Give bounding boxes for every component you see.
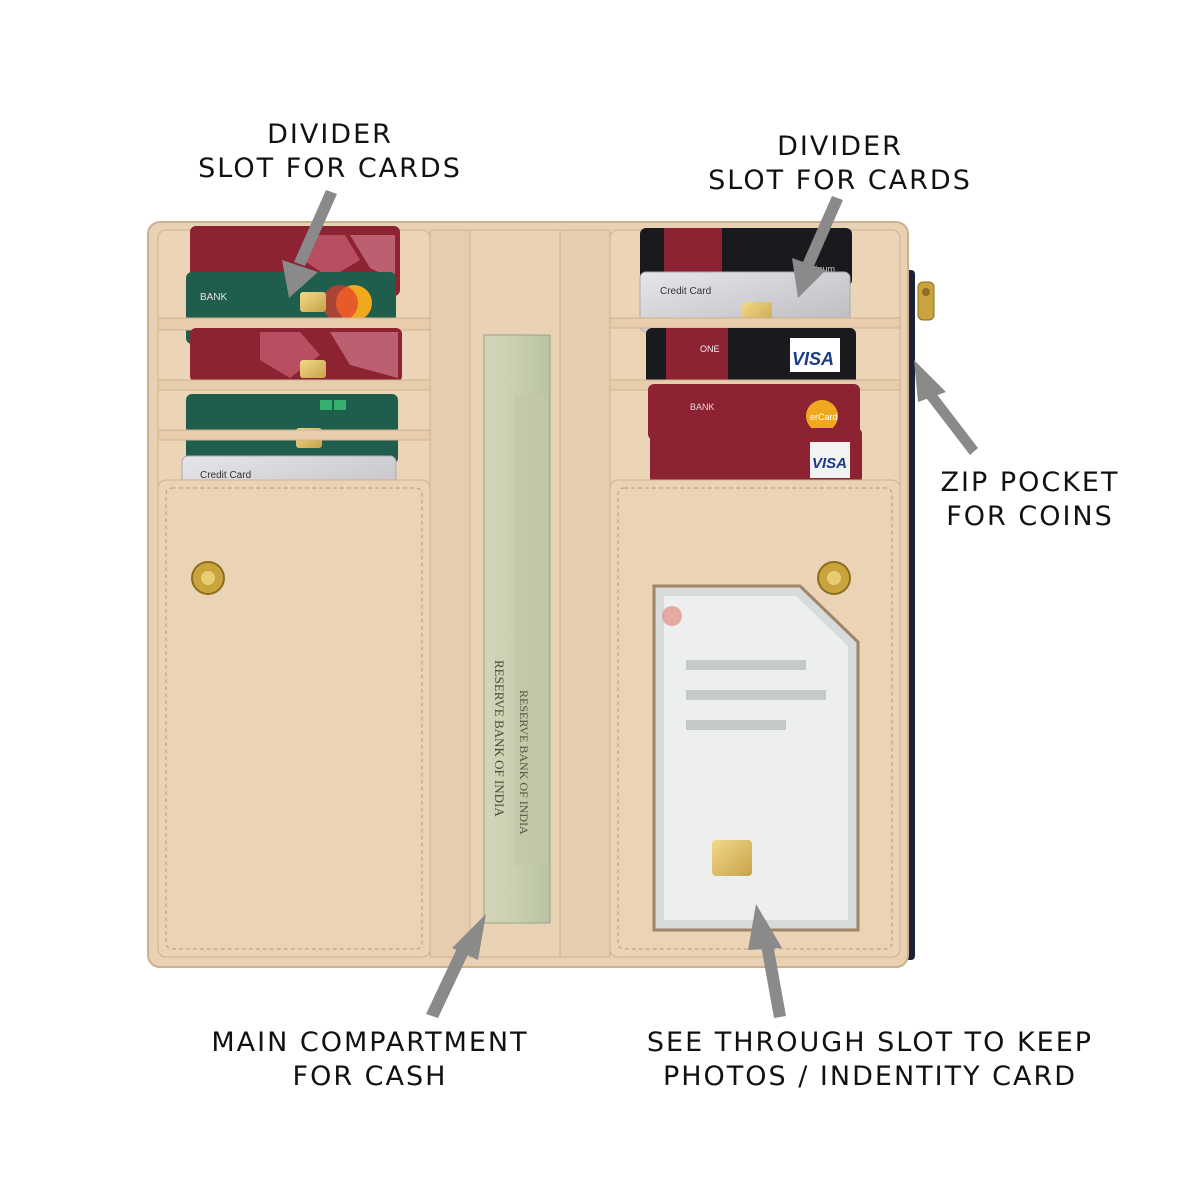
visa-logo: VISA — [812, 455, 847, 472]
card-text: Credit Card — [660, 286, 711, 297]
arrow-divider-left — [282, 190, 337, 298]
card-stripe — [666, 328, 728, 386]
arrow-head-icon — [282, 260, 318, 298]
mastercard-logo-left — [322, 285, 358, 321]
card-pattern — [320, 400, 332, 410]
card-pattern — [300, 235, 360, 278]
arrow-shaft — [924, 388, 978, 455]
zip-pull-hole — [922, 288, 930, 296]
card-maroon-3 — [648, 384, 860, 440]
stitching — [617, 487, 893, 950]
arrow-shaft — [294, 190, 337, 266]
id-text-blur — [686, 720, 786, 730]
id-text-blur — [686, 660, 806, 670]
right-gusset — [559, 229, 611, 958]
arrow-shaft — [426, 942, 472, 1018]
card-pattern — [334, 400, 346, 410]
card-chip — [300, 360, 326, 378]
arrow-head-icon — [452, 914, 486, 960]
pocket-strip — [157, 429, 431, 441]
arrow-see-through — [748, 904, 786, 1018]
label-line: ZIP POCKET — [940, 467, 1120, 498]
id-emblem — [662, 606, 682, 626]
card-pattern — [330, 332, 398, 378]
arrow-head-icon — [748, 904, 782, 950]
card-green-2 — [186, 394, 398, 464]
label-line: PHOTOS / INDENTITY CARD — [662, 1061, 1078, 1092]
card-chip — [712, 840, 752, 876]
left-gusset — [429, 229, 471, 958]
arrow-main-compartment — [426, 914, 486, 1018]
label-line: MAIN COMPARTMENT — [211, 1027, 529, 1058]
note-text-2: RESERVE BANK OF INDIA — [517, 690, 531, 835]
card-text: ONE — [700, 344, 720, 354]
card-chip — [300, 292, 326, 312]
currency-note-back — [514, 395, 548, 865]
zip-pull-icon[interactable] — [917, 281, 935, 321]
arrow-head-icon — [914, 360, 946, 402]
snap-button-center — [201, 571, 215, 585]
visa-logo: VISA — [792, 349, 834, 369]
card-pattern — [350, 235, 395, 280]
see-through-slot-label: SEE THROUGH SLOT TO KEEP PHOTOS / INDENT… — [620, 1026, 1120, 1094]
card-text: Credit Card — [200, 470, 251, 481]
arrow-shaft — [803, 196, 843, 266]
arrow-zip-pocket — [914, 360, 978, 455]
card-maroon-4 — [650, 428, 862, 484]
id-text-blur — [686, 690, 826, 700]
id-card-blurred — [664, 596, 848, 920]
stitching — [165, 487, 423, 950]
label-line: SEE THROUGH SLOT TO KEEP — [646, 1027, 1094, 1058]
divider-slot-label-right: DIVIDER SLOT FOR CARDS — [680, 130, 1000, 198]
main-compartment-label: MAIN COMPARTMENT FOR CASH — [170, 1026, 570, 1094]
arrow-shaft — [760, 938, 786, 1018]
card-text: erCard — [810, 412, 838, 422]
card-text: BANK — [690, 402, 715, 412]
divider-slot-label-left: DIVIDER SLOT FOR CARDS — [170, 118, 490, 186]
label-line: DIVIDER — [267, 119, 393, 150]
mastercard-logo — [806, 400, 838, 432]
label-line: FOR COINS — [946, 501, 1114, 532]
card-text: BANK — [200, 292, 228, 303]
left-front-pocket — [157, 479, 431, 958]
label-line: SLOT FOR CARDS — [708, 165, 972, 196]
label-line: SLOT FOR CARDS — [198, 153, 462, 184]
pocket-strip — [609, 317, 901, 329]
pocket-strip — [157, 379, 431, 391]
label-line: FOR CASH — [292, 1061, 448, 1092]
label-line: DIVIDER — [777, 131, 903, 162]
snap-button-center — [827, 571, 841, 585]
arrow-head-icon — [792, 258, 826, 298]
visa-badge — [790, 338, 840, 372]
visa-badge — [810, 442, 850, 478]
arrow-divider-right — [792, 196, 843, 298]
note-text: RESERVE BANK OF INDIA — [492, 660, 507, 817]
zip-pocket-label: ZIP POCKET FOR COINS — [920, 466, 1140, 534]
